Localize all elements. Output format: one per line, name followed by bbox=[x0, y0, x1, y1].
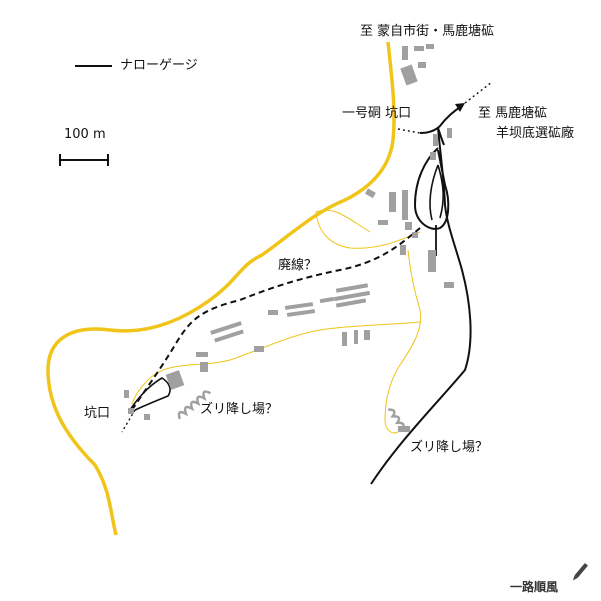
credit-text: 一路順風 bbox=[510, 580, 559, 594]
rail-junction bbox=[419, 105, 463, 134]
minor-road-upper bbox=[315, 209, 421, 249]
rail-adit-left-1 bbox=[129, 377, 171, 411]
legend-narrow-gauge-label: ナローゲージ bbox=[120, 58, 198, 73]
rail-junction-2 bbox=[437, 127, 445, 146]
scale-bar bbox=[59, 154, 109, 166]
label-adit-left: 坑口 bbox=[84, 406, 111, 421]
dotted-adit-left bbox=[121, 409, 136, 433]
minor-road-lower bbox=[131, 321, 421, 405]
buildings bbox=[124, 44, 454, 420]
label-abandoned-line: 廃線？ bbox=[278, 258, 318, 273]
label-tunnel-1-adit: 一号硐 坑口 bbox=[342, 106, 412, 121]
minor-road-middle bbox=[384, 249, 422, 434]
rail-arrow-head bbox=[455, 103, 465, 112]
spoil-heap-left bbox=[177, 390, 212, 420]
rail-loop bbox=[413, 147, 450, 230]
label-spoil-area-2: ズリ降し場？ bbox=[410, 440, 489, 455]
spoil-block bbox=[398, 426, 410, 432]
pen-icon bbox=[572, 563, 588, 581]
label-to-mengzi: 至 蒙自市街・馬鹿塘砿 bbox=[360, 24, 495, 39]
main-road bbox=[46, 41, 396, 536]
dotted-adit-1 bbox=[397, 128, 421, 134]
rail-main bbox=[370, 127, 472, 485]
rail-siding-1 bbox=[429, 164, 439, 221]
scale-label: 100 m bbox=[64, 127, 106, 142]
label-to-maludang: 至 馬鹿塘砿 bbox=[478, 106, 548, 121]
dotted-to-mine bbox=[464, 81, 493, 104]
spoil-heap-right bbox=[388, 408, 405, 431]
label-yangbadi-plant: 羊坝底選砿廠 bbox=[496, 126, 575, 141]
rail-siding-2 bbox=[437, 164, 444, 219]
label-spoil-area-1: ズリ降し場？ bbox=[200, 402, 279, 417]
